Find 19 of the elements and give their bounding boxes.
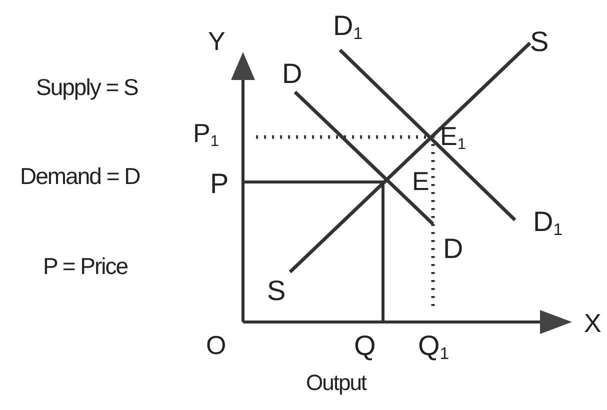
legend-note: Supply = S [36,76,138,99]
curve-label: D$_{1}$ [333,12,363,43]
legend-note: P = Price [43,255,128,278]
curve-label: D [282,60,302,88]
curve-label: S [267,277,286,305]
point-label: E$_{1}$ [440,123,466,152]
quantity-label: Q [354,332,376,360]
origin-label: O [206,332,226,358]
axis-label: X [584,310,602,336]
curve-label: D [443,235,464,263]
axis-label: Y [208,28,226,54]
curve-label: D$_{1}$ [533,208,563,239]
price-label: P [210,170,229,198]
point-label: E [412,168,430,194]
price-label: P$_{1}$ [193,120,220,150]
legend-note: Demand = D [20,165,140,188]
quantity-label: Q$_{1}$ [418,332,450,363]
axis-title: Output [306,372,366,394]
curve-label: S [530,28,549,56]
